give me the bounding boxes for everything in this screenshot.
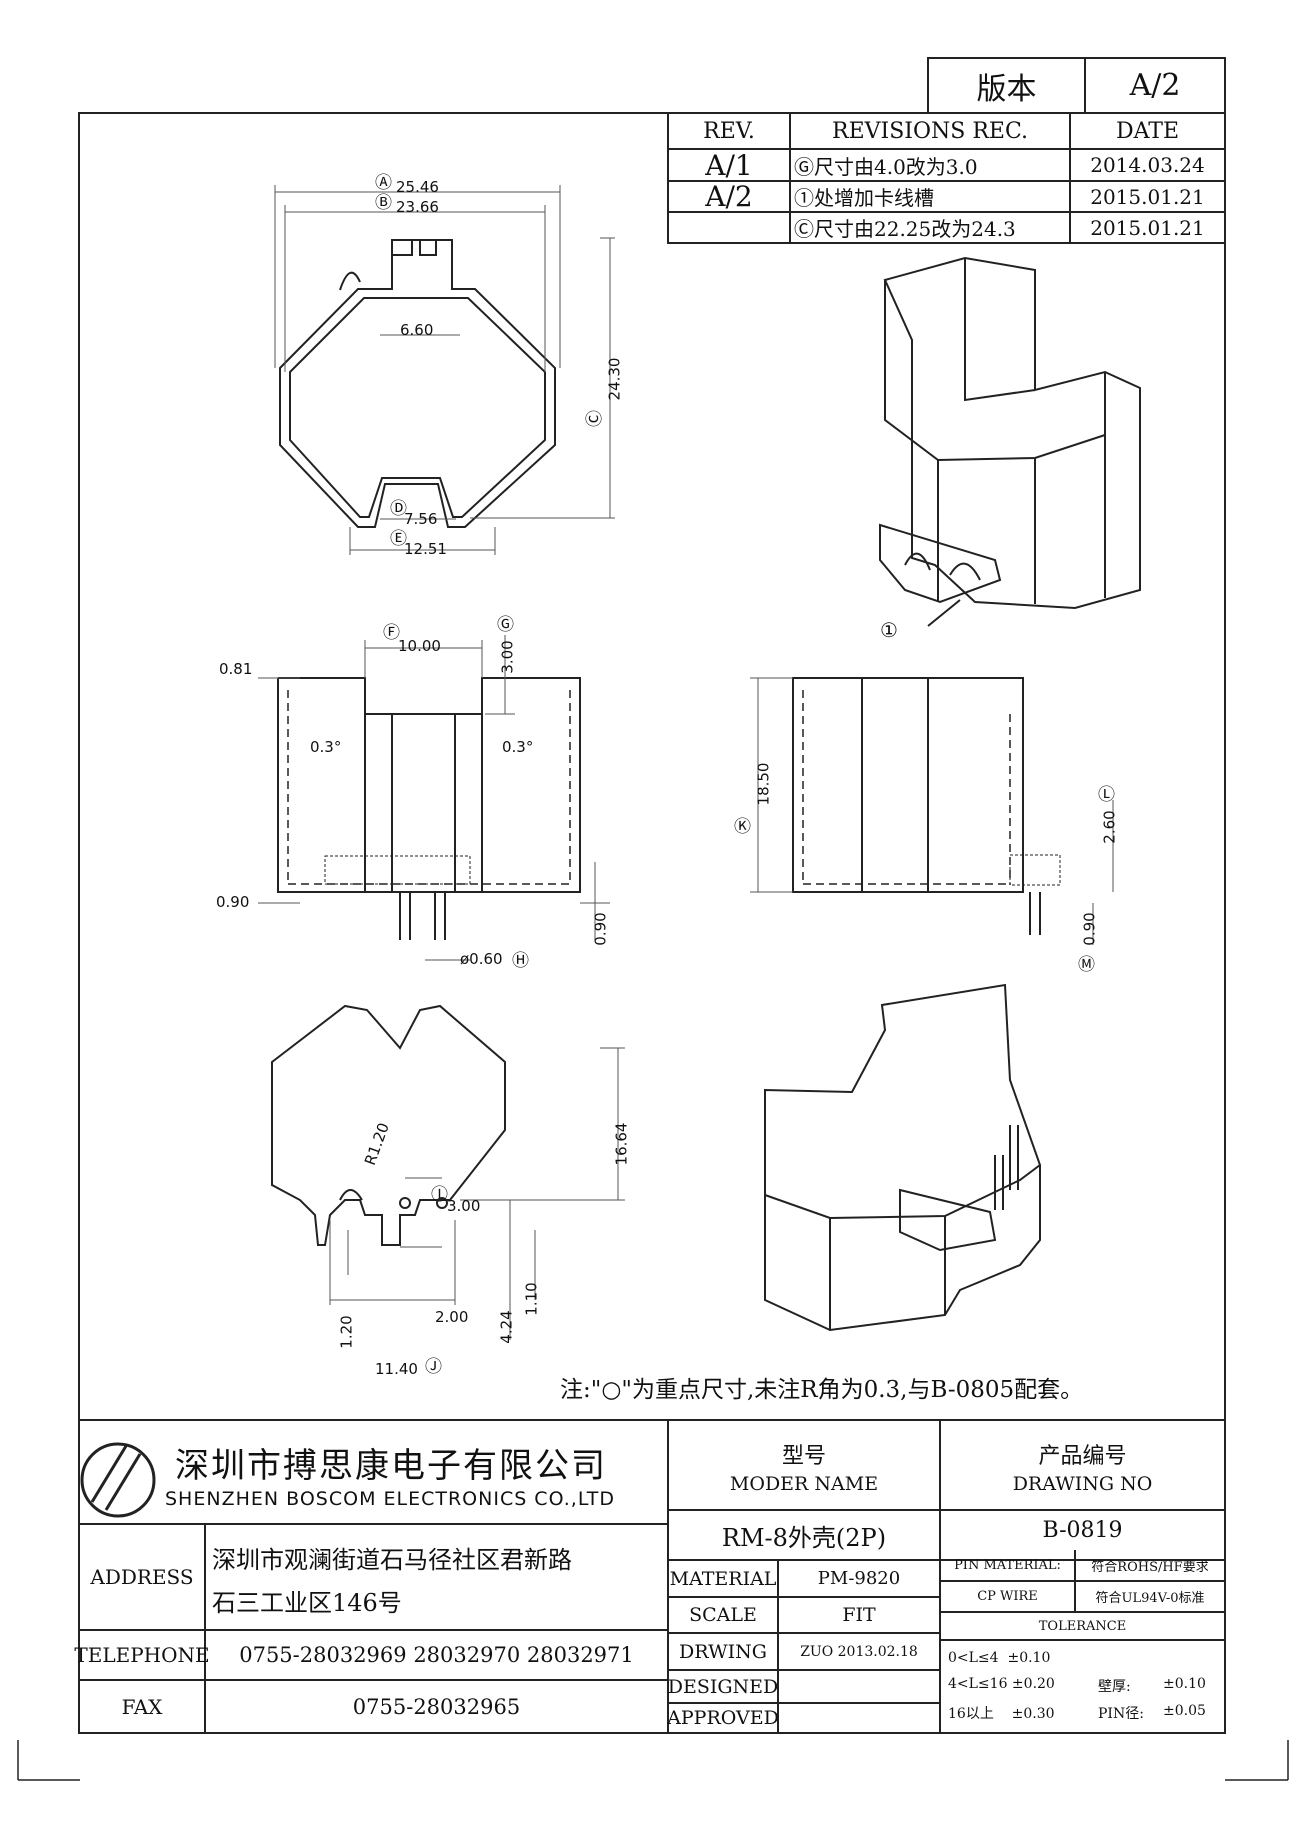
drawing-label-cn: 产品编号 xyxy=(1038,1444,1127,1469)
dim-inner-value: 6.60 xyxy=(400,321,434,339)
address-line-1: 深圳市观澜街道石马径社区君新路 xyxy=(212,1546,572,1574)
model-label-cn: 型号 xyxy=(781,1444,826,1469)
cp-wire-label: CP WIRE xyxy=(977,1589,1038,1604)
dim-v1-value: 1.20 xyxy=(337,1315,356,1349)
dim-a-value: 25.46 xyxy=(396,178,439,196)
tolerance-label: TOLERANCE xyxy=(1038,1618,1127,1634)
ul-requirement: 符合UL94V-0标准 xyxy=(1095,1591,1205,1606)
revisions-table-frame xyxy=(667,112,1226,244)
dim-c-value: 24.30 xyxy=(605,357,624,401)
dim-k-marker: Ⓚ xyxy=(734,817,751,837)
revision-row-1-rev: A/1 xyxy=(705,148,753,182)
tolerance-row-2: 4<L≤16 ±0.20 xyxy=(948,1676,1055,1692)
revision-row-3-rec: Ⓒ尺寸由22.25改为24.3 xyxy=(794,217,1016,241)
dim-j-value: 11.40 xyxy=(375,1360,418,1378)
dim-pin-gap-value: 2.00 xyxy=(435,1308,469,1326)
telephone-value: 0755-28032969 28032970 28032971 xyxy=(239,1643,634,1667)
dim-v3-value: 1.10 xyxy=(522,1282,541,1316)
callout-1-marker: ① xyxy=(880,618,898,642)
iso-view-top xyxy=(879,256,1141,627)
dim-m-marker: Ⓜ xyxy=(1078,955,1095,975)
revision-row-2-rev: A/2 xyxy=(705,180,753,213)
company-name-en: SHENZHEN BOSCOM ELECTRONICS CO.,LTD xyxy=(165,1488,616,1510)
approved-label: APPROVED xyxy=(667,1707,779,1729)
dim-l-marker: Ⓛ xyxy=(1098,785,1115,805)
wall-tolerance-label: 壁厚: xyxy=(1098,1679,1131,1695)
dim-d-marker: Ⓓ xyxy=(390,499,407,519)
dim-v2-value: 4.24 xyxy=(497,1310,516,1344)
telephone-label: TELEPHONE xyxy=(74,1643,210,1667)
revision-row-1-date: 2014.03.24 xyxy=(1090,153,1205,177)
dim-pin-len-value: 0.90 xyxy=(591,912,610,946)
dim-m-value: 0.90 xyxy=(1080,912,1099,946)
dim-d-value: 7.56 xyxy=(404,510,438,528)
version-label: 版本 xyxy=(976,71,1037,107)
dim-i-value: 3.00 xyxy=(447,1197,481,1215)
dim-g-value: 3.00 xyxy=(498,640,517,674)
dim-c-marker: Ⓒ xyxy=(585,410,605,427)
drwing-value: ZUO 2013.02.18 xyxy=(800,1643,918,1660)
version-value: A/2 xyxy=(1129,68,1181,103)
iso-view-bottom xyxy=(764,983,1041,1332)
revisions-header-rev: REV. xyxy=(703,118,755,144)
pin-material-label: PIN MATERIAL: xyxy=(954,1558,1061,1573)
crop-marks xyxy=(17,1740,1289,1781)
title-block-frame xyxy=(79,1419,1225,1733)
designed-label: DESIGNED xyxy=(667,1675,779,1698)
revision-row-2-date: 2015.01.21 xyxy=(1090,184,1205,209)
dim-left-wall-value: 0.81 xyxy=(219,660,253,678)
wall-tolerance-value: ±0.10 xyxy=(1163,1676,1206,1692)
top-view xyxy=(274,185,615,555)
dim-f-value: 10.00 xyxy=(398,637,441,655)
rohs-requirement: 符合ROHS/HF要求 xyxy=(1091,1560,1209,1575)
tolerance-row-3: 16以上 ±0.30 xyxy=(948,1706,1055,1722)
fax-label: FAX xyxy=(121,1694,163,1719)
revisions-header-rec: REVISIONS REC. xyxy=(832,118,1028,144)
pin-dia-tolerance-label: PIN径: xyxy=(1098,1706,1144,1722)
dim-k-value: 18.50 xyxy=(754,762,773,806)
drawing-border xyxy=(78,112,1226,1734)
draft-angle-right: 0.3° xyxy=(502,738,534,756)
dim-pin-dia-value: ø0.60 xyxy=(460,950,503,968)
drawing-label-en: DRAWING NO xyxy=(1012,1473,1153,1495)
company-logo xyxy=(80,1442,156,1518)
company-name-cn: 深圳市搏思康电子有限公司 xyxy=(175,1446,607,1486)
dim-e-value: 12.51 xyxy=(404,540,447,558)
address-line-2: 石三工业区146号 xyxy=(212,1589,402,1617)
revision-row-1-rec: Ⓖ尺寸由4.0改为3.0 xyxy=(794,154,978,179)
dim-b-value: 23.66 xyxy=(396,198,439,216)
fax-value: 0755-28032965 xyxy=(352,1694,521,1719)
dim-h-marker: Ⓗ xyxy=(512,951,529,971)
draft-angle-left: 0.3° xyxy=(310,738,342,756)
drwing-label: DRWING xyxy=(679,1640,767,1663)
address-label: ADDRESS xyxy=(90,1565,194,1589)
revision-row-2-rec: ①处增加卡线槽 xyxy=(794,186,934,210)
tolerance-row-1: 0<L≤4 ±0.10 xyxy=(948,1650,1051,1666)
model-value: RM-8外壳(2P) xyxy=(721,1523,887,1552)
scale-label: SCALE xyxy=(689,1604,757,1626)
revision-row-3-date: 2015.01.21 xyxy=(1090,215,1205,240)
dim-height-value: 16.64 xyxy=(612,1122,631,1166)
front-view xyxy=(258,635,610,961)
dim-base-value: 0.90 xyxy=(216,893,250,911)
dim-b-marker: Ⓑ xyxy=(375,193,392,213)
revisions-header-date: DATE xyxy=(1115,118,1180,144)
model-label-en: MODER NAME xyxy=(729,1473,879,1495)
drawing-note: 注:"○"为重点尺寸,未注R角为0.3,与B-0805配套。 xyxy=(560,1377,1084,1403)
dim-a-marker: Ⓐ xyxy=(375,173,392,193)
scale-value: FIT xyxy=(842,1604,876,1626)
dim-g-marker: Ⓖ xyxy=(497,615,514,635)
dim-j-marker: Ⓙ xyxy=(425,1357,442,1377)
dim-f-marker: Ⓕ xyxy=(383,623,400,643)
dim-i-marker: Ⓘ xyxy=(431,1185,448,1205)
pin-dia-tolerance-value: ±0.05 xyxy=(1163,1703,1206,1719)
bottom-view xyxy=(271,1004,625,1340)
material-label: MATERIAL xyxy=(669,1567,777,1590)
dim-l-value: 2.60 xyxy=(1100,810,1119,844)
side-view xyxy=(750,677,1114,945)
dim-e-marker: Ⓔ xyxy=(390,529,407,549)
material-value: PM-9820 xyxy=(817,1568,901,1589)
drawing-number-value: B-0819 xyxy=(1042,1517,1123,1543)
